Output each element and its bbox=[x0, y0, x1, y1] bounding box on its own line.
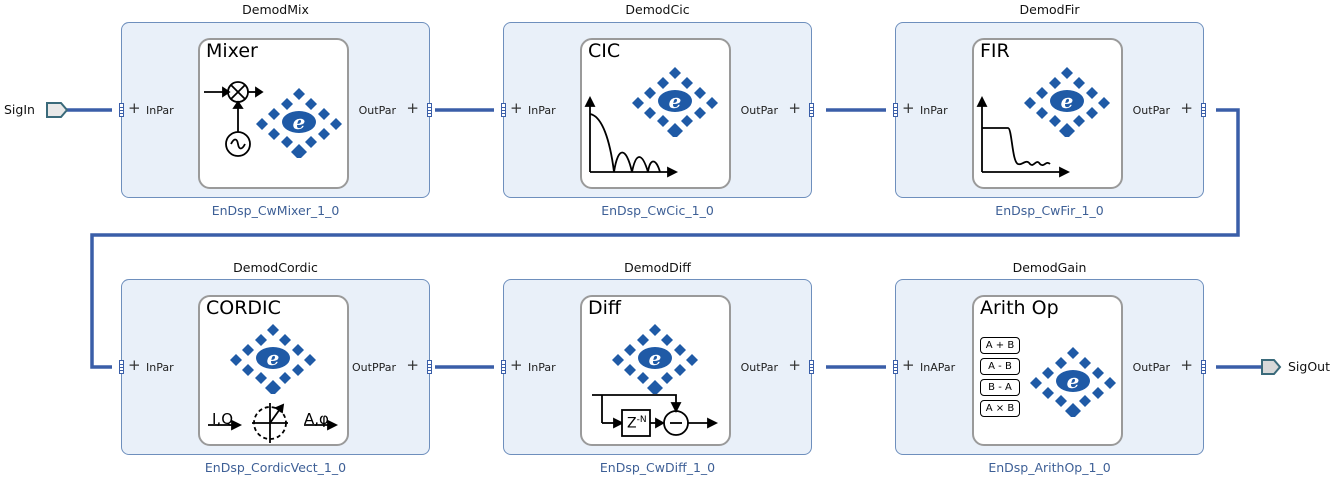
block-title-demoddiff: DemodDiff bbox=[624, 260, 691, 275]
endsp-logo-icon: e bbox=[1024, 67, 1110, 137]
cordic-rotation-icon bbox=[208, 403, 339, 443]
block-subtitle-demodcordic[interactable]: EnDsp_CordicVect_1_0 bbox=[204, 460, 347, 475]
out-port-label: OutPar bbox=[740, 104, 778, 117]
block-icon-card: CORDIC e I,Q A,φ bbox=[198, 295, 349, 446]
arith-op-item: A × B bbox=[980, 400, 1020, 417]
output-port[interactable] bbox=[1201, 103, 1206, 117]
endsp-logo-icon: e bbox=[612, 324, 698, 394]
block-demodcic[interactable]: + InPar OutPar + CIC e bbox=[501, 22, 814, 198]
svg-text:e: e bbox=[293, 110, 306, 134]
add-port-icon[interactable]: + bbox=[902, 99, 915, 117]
add-port-icon[interactable]: + bbox=[510, 356, 523, 374]
input-port[interactable] bbox=[893, 103, 898, 117]
in-port-label: InPar bbox=[528, 361, 556, 374]
block-title-demodmix: DemodMix bbox=[242, 2, 309, 17]
input-port[interactable] bbox=[119, 103, 124, 117]
card-title: FIR bbox=[980, 40, 1010, 62]
in-port-label: InPar bbox=[528, 104, 556, 117]
out-port-label: OutPar bbox=[1132, 104, 1170, 117]
add-port-icon[interactable]: + bbox=[510, 99, 523, 117]
svg-text:e: e bbox=[669, 89, 682, 113]
block-title-demodgain: DemodGain bbox=[1012, 260, 1087, 275]
block-icon-card: CIC e bbox=[580, 38, 731, 189]
block-demodcordic[interactable]: + InPar OutPPar + CORDIC e I,Q A,φ bbox=[119, 279, 432, 455]
out-port-label: OutPar bbox=[358, 104, 396, 117]
output-port[interactable] bbox=[427, 360, 432, 374]
cordic-output-label: A,φ bbox=[304, 410, 329, 428]
block-title-demodfir: DemodFir bbox=[1019, 2, 1080, 17]
arith-op-item: A - B bbox=[980, 358, 1020, 375]
in-port-label: InPar bbox=[920, 104, 948, 117]
svg-text:e: e bbox=[649, 346, 662, 370]
card-title: Arith Op bbox=[980, 297, 1059, 319]
block-subtitle-demodcic[interactable]: EnDsp_CwCic_1_0 bbox=[601, 203, 714, 218]
arith-op-item: A + B bbox=[980, 337, 1020, 354]
add-port-icon[interactable]: + bbox=[406, 356, 419, 374]
block-subtitle-demoddiff[interactable]: EnDsp_CwDiff_1_0 bbox=[599, 460, 716, 475]
block-title-demodcic: DemodCic bbox=[625, 2, 690, 17]
block-icon-card: Arith Op A + B A - B B - A A × B e bbox=[972, 295, 1123, 446]
out-port-label: OutPar bbox=[740, 361, 778, 374]
add-port-icon[interactable]: + bbox=[128, 99, 141, 117]
in-port-label: InPar bbox=[146, 361, 174, 374]
card-title: CORDIC bbox=[206, 297, 281, 319]
arith-op-item: B - A bbox=[980, 379, 1020, 396]
cic-response-icon bbox=[584, 95, 679, 178]
add-port-icon[interactable]: + bbox=[406, 99, 419, 117]
block-demodgain[interactable]: + InAPar OutPar + Arith Op A + B A - B B… bbox=[893, 279, 1206, 455]
block-icon-card: Mixer e bbox=[198, 38, 349, 189]
add-port-icon[interactable]: + bbox=[128, 356, 141, 374]
card-title: Diff bbox=[588, 297, 621, 319]
svg-text:e: e bbox=[267, 346, 280, 370]
block-icon-card: FIR e bbox=[972, 38, 1123, 189]
out-port-label: OutPPar bbox=[352, 361, 396, 374]
add-port-icon[interactable]: + bbox=[1180, 356, 1193, 374]
add-port-icon[interactable]: + bbox=[1180, 99, 1193, 117]
sigin-port-icon bbox=[46, 102, 69, 118]
endsp-logo-icon: e bbox=[632, 67, 718, 137]
output-port[interactable] bbox=[427, 103, 432, 117]
svg-text:e: e bbox=[1067, 369, 1080, 393]
fir-response-icon bbox=[976, 95, 1071, 178]
sigout-label: SigOut bbox=[1288, 359, 1331, 374]
input-port[interactable] bbox=[119, 360, 124, 374]
sigout-port-icon bbox=[1261, 359, 1282, 375]
input-port[interactable] bbox=[893, 360, 898, 374]
in-port-label: InPar bbox=[146, 104, 174, 117]
block-subtitle-demodgain[interactable]: EnDsp_ArithOp_1_0 bbox=[988, 460, 1111, 475]
output-port[interactable] bbox=[1201, 360, 1206, 374]
sigin-label: SigIn bbox=[4, 102, 35, 117]
endsp-logo-icon: e bbox=[230, 324, 316, 394]
input-port[interactable] bbox=[501, 103, 506, 117]
delay-label: Z-N bbox=[627, 415, 647, 432]
block-title-demodcordic: DemodCordic bbox=[233, 260, 318, 275]
block-subtitle-demodfir[interactable]: EnDsp_CwFir_1_0 bbox=[995, 203, 1104, 218]
diff-structure-icon bbox=[592, 394, 719, 437]
output-port[interactable] bbox=[809, 360, 814, 374]
block-subtitle-demodmix[interactable]: EnDsp_CwMixer_1_0 bbox=[211, 203, 340, 218]
wire-demodfir-demodcordic bbox=[90, 108, 1240, 369]
mixer-icon bbox=[204, 81, 264, 157]
endsp-logo-icon: e bbox=[256, 88, 342, 158]
block-demoddiff[interactable]: + InPar OutPar + Diff e bbox=[501, 279, 814, 455]
output-port[interactable] bbox=[809, 103, 814, 117]
block-icon-card: Diff e bbox=[580, 295, 731, 446]
endsp-logo-icon: e bbox=[1030, 347, 1116, 417]
add-port-icon[interactable]: + bbox=[788, 99, 801, 117]
block-demodmix[interactable]: + InPar OutPar + Mixer bbox=[119, 22, 432, 198]
add-port-icon[interactable]: + bbox=[902, 356, 915, 374]
add-port-icon[interactable]: + bbox=[788, 356, 801, 374]
card-title: Mixer bbox=[206, 40, 258, 62]
cordic-input-label: I,Q bbox=[212, 410, 233, 428]
block-demodfir[interactable]: + InPar OutPar + FIR e bbox=[893, 22, 1206, 198]
arith-op-list: A + B A - B B - A A × B bbox=[980, 337, 1020, 417]
card-title: CIC bbox=[588, 40, 621, 62]
out-port-label: OutPar bbox=[1132, 361, 1170, 374]
input-port[interactable] bbox=[501, 360, 506, 374]
svg-text:e: e bbox=[1061, 89, 1074, 113]
in-port-label: InAPar bbox=[920, 361, 956, 374]
